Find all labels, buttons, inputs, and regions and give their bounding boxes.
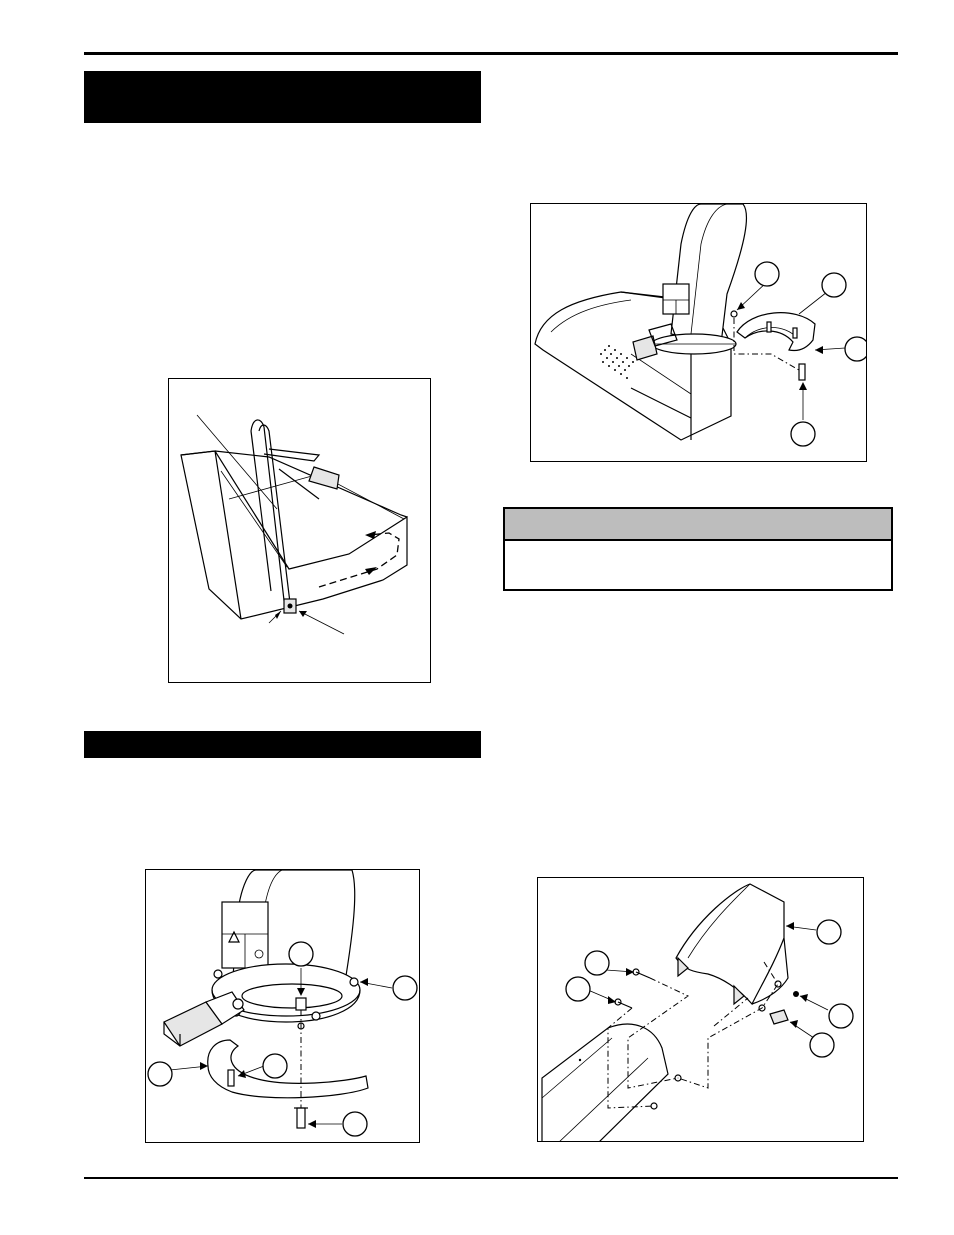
callout-circle: [342, 1111, 368, 1137]
chute-collar-callouts: [754, 261, 866, 447]
hopper-hitch-drawing: [180, 414, 408, 635]
callout-circle: [262, 1053, 288, 1079]
callout-circle: [844, 336, 866, 362]
chute-base-figure: [145, 869, 420, 1143]
callout-circle: [288, 941, 314, 967]
callout-circle: [392, 975, 418, 1001]
callout-circle: [828, 1003, 854, 1029]
callout-circle: [584, 950, 610, 976]
section-heading-bar-2: [84, 731, 481, 758]
section-heading-bar-1: [84, 71, 481, 123]
callout-circle: [565, 976, 591, 1002]
callout-circle: [790, 421, 816, 447]
notice-header: [505, 509, 891, 541]
callout-circle: [816, 919, 842, 945]
deflector-callouts: [565, 919, 854, 1058]
hopper-hitch-figure: [168, 378, 431, 683]
header-rule: [84, 52, 898, 55]
chute-collar-drawing: [534, 204, 866, 447]
callout-circle: [754, 261, 780, 287]
deflector-figure: [537, 877, 864, 1142]
callout-circle: [147, 1061, 173, 1087]
callout-circle: [809, 1032, 835, 1058]
chute-base-callouts: [147, 941, 418, 1137]
notice-box: [503, 507, 893, 591]
chute-base-drawing: [147, 870, 418, 1137]
callout-circle: [821, 272, 847, 298]
footer-rule: [84, 1177, 898, 1179]
deflector-drawing: [541, 883, 854, 1141]
chute-collar-figure: [530, 203, 867, 462]
